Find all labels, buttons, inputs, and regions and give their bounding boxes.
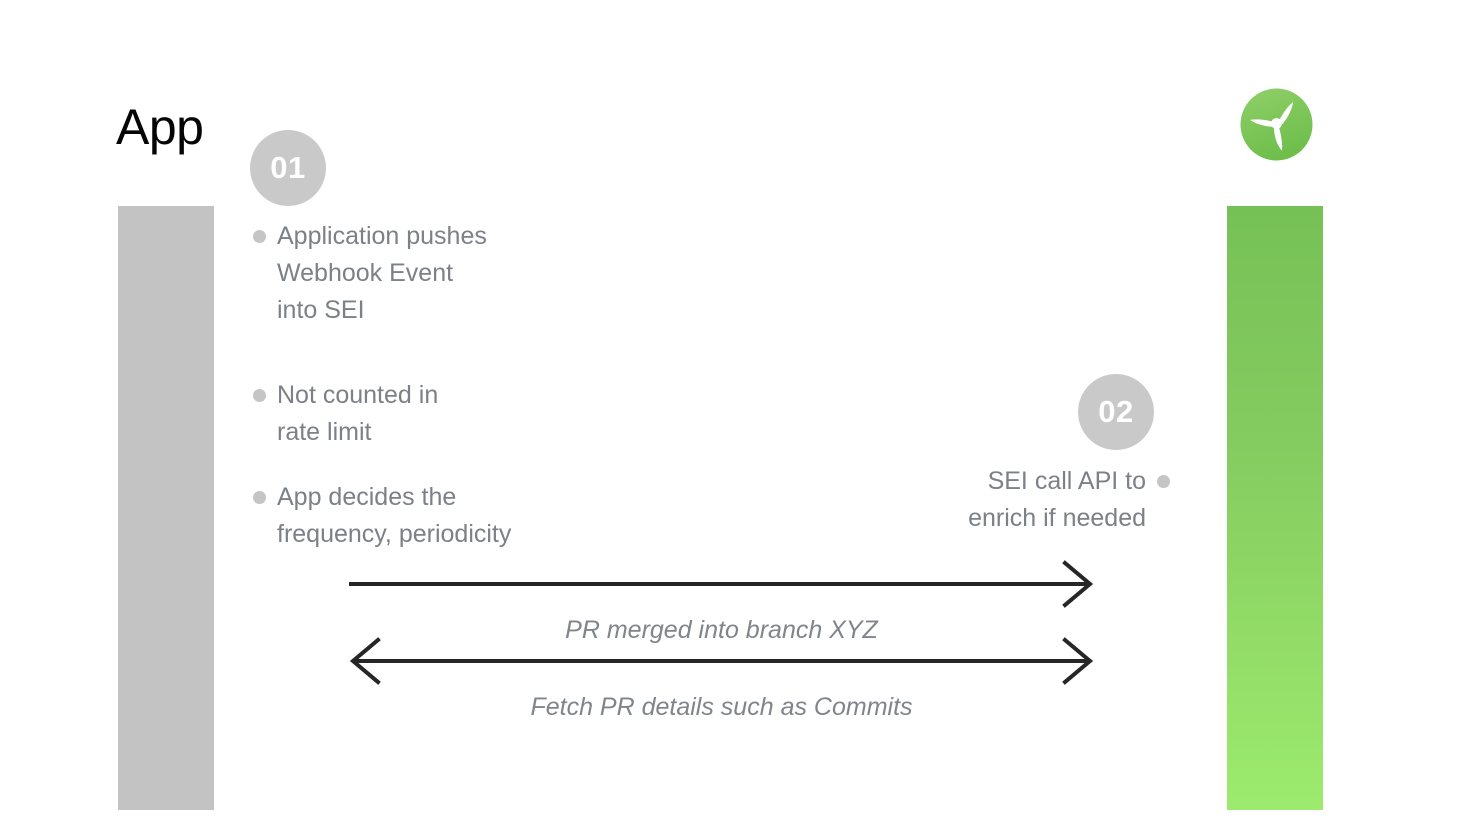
bullet-text: SEI call API to enrich if needed (968, 467, 1146, 532)
bullet-text: Application pushes Webhook Event into SE… (277, 222, 487, 324)
right-sei-column (1227, 206, 1323, 810)
arrow-label: Fetch PR details such as Commits (530, 693, 913, 721)
list-item: Not counted in rate limit (253, 377, 673, 451)
list-item: SEI call API to enrich if needed (830, 463, 1170, 537)
page-title: App (116, 99, 204, 155)
bullet-dot-icon (1157, 475, 1170, 488)
arrow-flow-bidirectional: Fetch PR details such as Commits (349, 637, 1094, 723)
arrow-flow-forward: PR merged into branch XYZ (349, 560, 1094, 646)
spacer (253, 357, 673, 377)
list-item: App decides the frequency, periodicity (253, 479, 673, 553)
bullet-dot-icon (253, 491, 266, 504)
step-badge-01: 01 (250, 130, 326, 206)
propeller-logo-icon (1240, 88, 1313, 161)
arrow-label: PR merged into branch XYZ (565, 616, 878, 644)
right-bullet-list: SEI call API to enrich if needed (830, 463, 1170, 565)
bullet-dot-icon (253, 389, 266, 402)
list-item: Application pushes Webhook Event into SE… (253, 218, 673, 329)
left-app-column (118, 206, 214, 810)
bullet-text: App decides the frequency, periodicity (277, 483, 512, 548)
bullet-dot-icon (253, 230, 266, 243)
bullet-text: Not counted in rate limit (277, 381, 439, 446)
left-bullet-list: Application pushes Webhook Event into SE… (253, 218, 673, 581)
step-badge-02: 02 (1078, 374, 1154, 450)
